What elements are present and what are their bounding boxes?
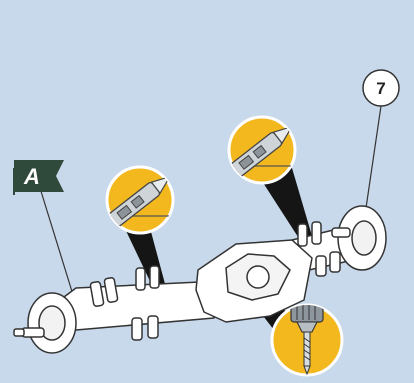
cutter-tool-callout-left <box>105 165 175 235</box>
flag-label-a: A <box>13 160 64 195</box>
flag-label-text: A <box>23 164 40 189</box>
mounting-brackets <box>89 221 341 341</box>
leader-line-a <box>39 187 75 299</box>
leader-line-7 <box>365 105 382 209</box>
cutter-tool-callout-right <box>227 115 297 185</box>
axle-assembly <box>13 205 387 354</box>
drill-bit-callout <box>270 303 344 377</box>
number-label-7: 7 <box>362 69 400 107</box>
number-label-text: 7 <box>376 79 385 98</box>
callout-pointer-right <box>260 168 312 240</box>
